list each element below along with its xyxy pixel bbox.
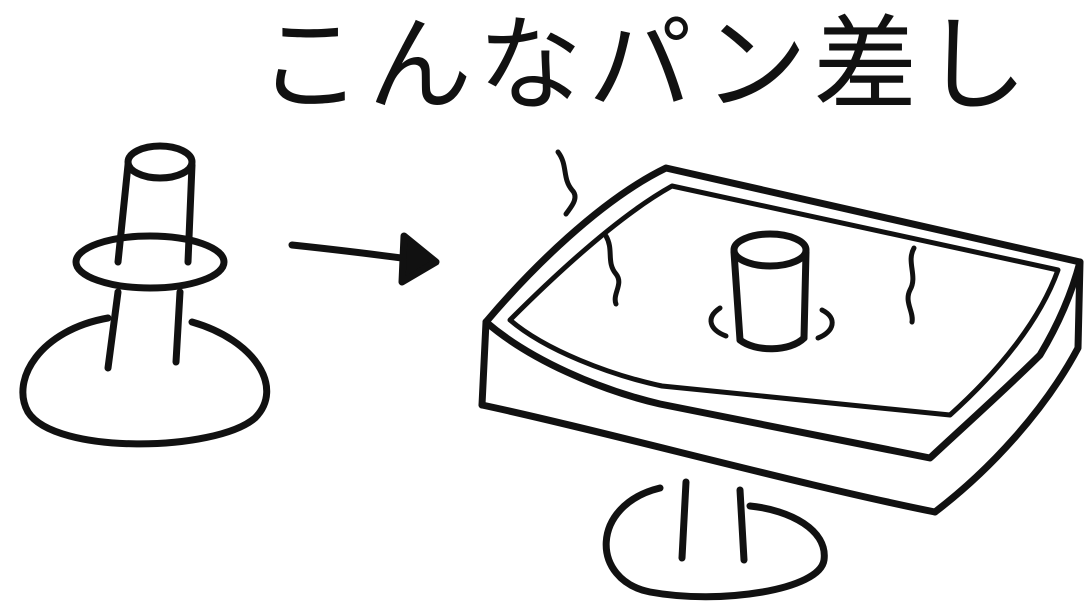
tray-holder-left [730, 248, 744, 344]
arrow-head [398, 232, 440, 286]
stand-shaft-left [104, 288, 122, 372]
arrow [288, 232, 440, 286]
pedestal-left [678, 478, 690, 562]
stand-top-cap [124, 142, 196, 182]
stand-shaft-right [172, 288, 184, 366]
pedestal-right [736, 486, 748, 564]
holder-mark-right [815, 307, 835, 341]
wavy-mark-1 [555, 149, 578, 217]
sketch-caption: こんなパン差し [258, 4, 1034, 126]
wavy-mark-2 [603, 233, 622, 307]
tray-inner-rim [507, 183, 1061, 418]
standalone-stand [19, 142, 271, 448]
tray-holder-top [730, 230, 810, 270]
tray-right-edge [931, 258, 1084, 516]
tray-holder-right [800, 248, 810, 342]
wavy-mark-3 [905, 245, 917, 325]
tray-outer-rim [482, 164, 1084, 462]
pedestal-base [602, 484, 828, 601]
tray-front-bottom-edge [478, 401, 939, 516]
stand-post-right-edge [184, 161, 196, 266]
stand-base [19, 314, 271, 448]
tray-holder-bottom [736, 334, 808, 353]
stand-post-left-edge [114, 161, 132, 266]
tray-with-holder [478, 149, 1084, 601]
tray-front-left-edge [478, 318, 490, 409]
stand-collar-ring [72, 232, 228, 292]
holder-mark-left [708, 305, 729, 339]
